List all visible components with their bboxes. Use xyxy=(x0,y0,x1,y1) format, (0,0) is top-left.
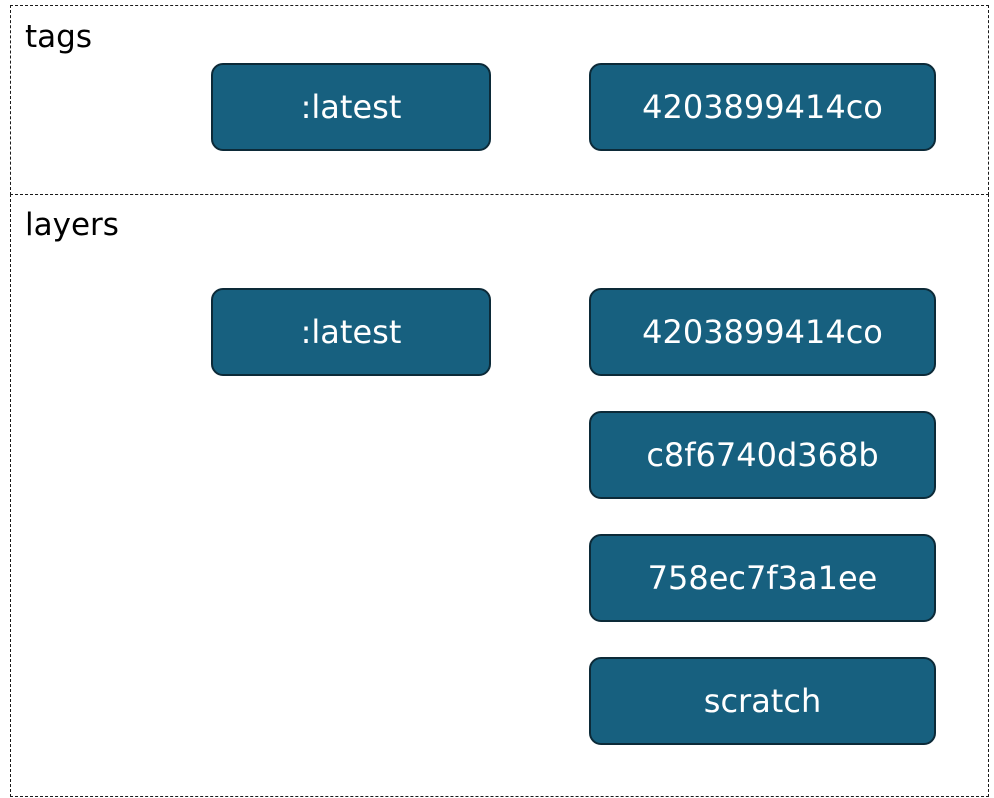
layers-group-label: layers xyxy=(25,207,119,243)
layers-group: layers xyxy=(10,194,989,797)
layer-node-4203899414co[interactable]: 4203899414co xyxy=(589,288,936,376)
layer-node-c8f6740d368b[interactable]: c8f6740d368b xyxy=(589,411,936,499)
tag-node-latest[interactable]: :latest xyxy=(211,63,491,151)
layer-node-scratch[interactable]: scratch xyxy=(589,657,936,745)
tags-group-label: tags xyxy=(25,19,92,55)
tag-node-4203899414co[interactable]: 4203899414co xyxy=(589,63,936,151)
layer-node-latest[interactable]: :latest xyxy=(211,288,491,376)
layer-node-758ec7f3a1ee[interactable]: 758ec7f3a1ee xyxy=(589,534,936,622)
